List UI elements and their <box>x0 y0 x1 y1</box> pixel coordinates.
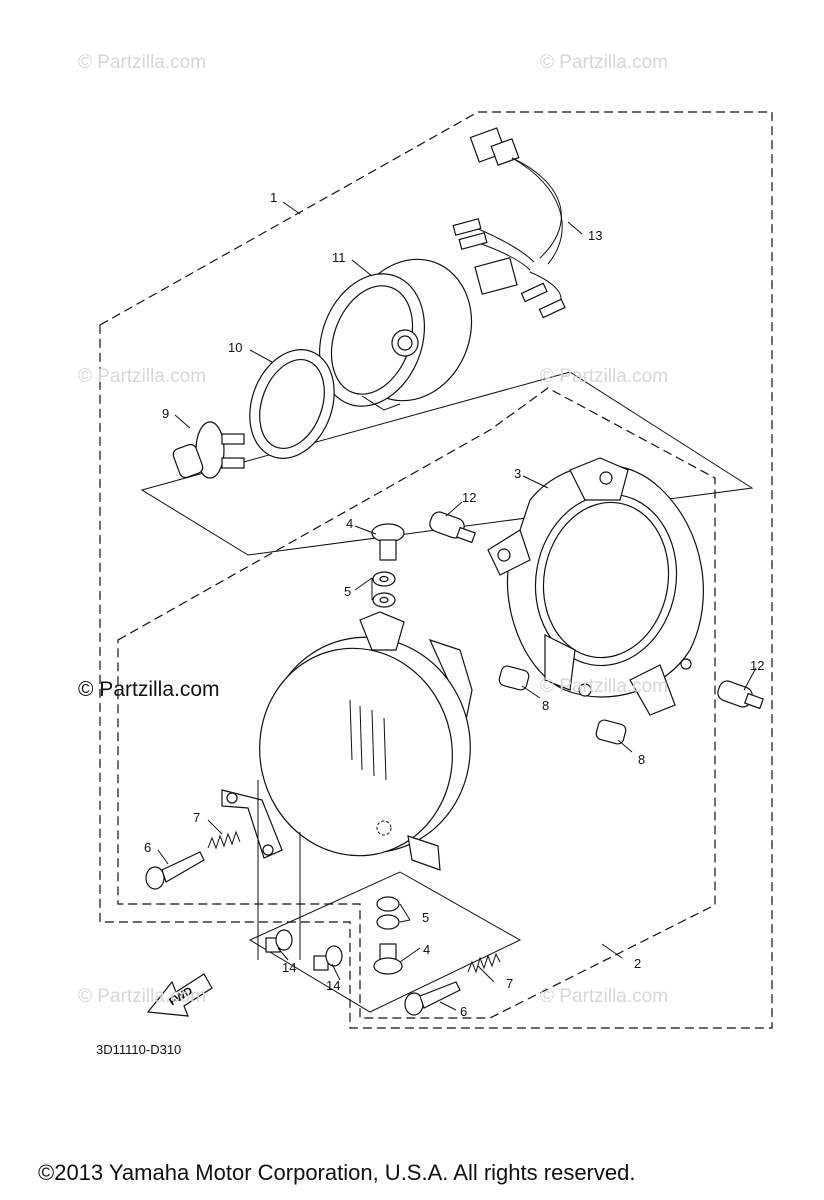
watermark: © Partzilla.com <box>540 676 669 697</box>
watermark: © Partzilla.com <box>540 52 669 73</box>
headlight-lens-unit <box>259 611 473 871</box>
fwd-arrow-icon: FWD <box>146 973 213 1017</box>
callout-5-upper: 5 <box>344 584 351 599</box>
callout-6-right: 6 <box>460 1004 467 1019</box>
wire-harness <box>452 127 566 319</box>
screw-6-right <box>404 981 461 1016</box>
headlight-rim <box>487 457 704 716</box>
diagram-code: 3D11110-D310 <box>96 1042 182 1057</box>
leader-lines <box>157 201 757 1011</box>
screw-14-left <box>265 929 293 953</box>
callout-2: 2 <box>634 956 641 971</box>
nut-8-left <box>498 665 530 691</box>
callout-6-left: 6 <box>144 840 151 855</box>
headlight-housing <box>318 258 473 411</box>
spring-7-left <box>207 830 241 850</box>
washers-5-upper <box>372 571 396 608</box>
callout-3: 3 <box>514 466 521 481</box>
screw-12-upper <box>429 511 476 544</box>
bulb-retainer-ring <box>249 349 335 459</box>
callout-11: 11 <box>332 250 346 265</box>
watermark: © Partzilla.com <box>540 986 669 1007</box>
watermark: © Partzilla.com <box>78 366 207 387</box>
watermark: © Partzilla.com <box>540 366 669 387</box>
spring-7-right <box>467 952 501 974</box>
watermark: © Partzilla.com <box>78 986 207 1007</box>
callout-13: 13 <box>588 228 602 243</box>
headlight-bulb <box>172 421 245 479</box>
nut-8-right <box>595 719 627 745</box>
callout-12-right: 12 <box>750 658 764 673</box>
washers-5-lower <box>376 896 400 930</box>
callout-1: 1 <box>270 190 277 205</box>
screw-4-upper <box>371 523 405 561</box>
callout-5-lower: 5 <box>422 910 429 925</box>
callout-8-left: 8 <box>542 698 549 713</box>
watermark: © Partzilla.com <box>78 52 207 73</box>
mount-bracket-left <box>221 789 283 859</box>
callout-4-upper: 4 <box>346 516 353 531</box>
callout-10: 10 <box>228 340 242 355</box>
callout-7-left: 7 <box>193 810 200 825</box>
assembly-1-boundary <box>99 111 773 1029</box>
copyright-notice: ©2013 Yamaha Motor Corporation, U.S.A. A… <box>38 1160 636 1185</box>
screw-6-left <box>145 851 205 890</box>
bulb-group-boundary <box>140 371 754 556</box>
assembly-2-boundary <box>117 387 716 1019</box>
callout-9: 9 <box>162 406 169 421</box>
screw-4-lower <box>373 943 403 975</box>
callout-14-right: 14 <box>326 978 340 993</box>
watermark-strong: © Partzilla.com <box>78 678 220 701</box>
callout-4-lower: 4 <box>423 942 430 957</box>
screw-12-right <box>717 680 764 710</box>
callout-12-upper: 12 <box>462 490 476 505</box>
screw-14-right <box>313 945 343 971</box>
callout-14-left: 14 <box>282 960 296 975</box>
callout-7-right: 7 <box>506 976 513 991</box>
callout-8-right: 8 <box>638 752 645 767</box>
